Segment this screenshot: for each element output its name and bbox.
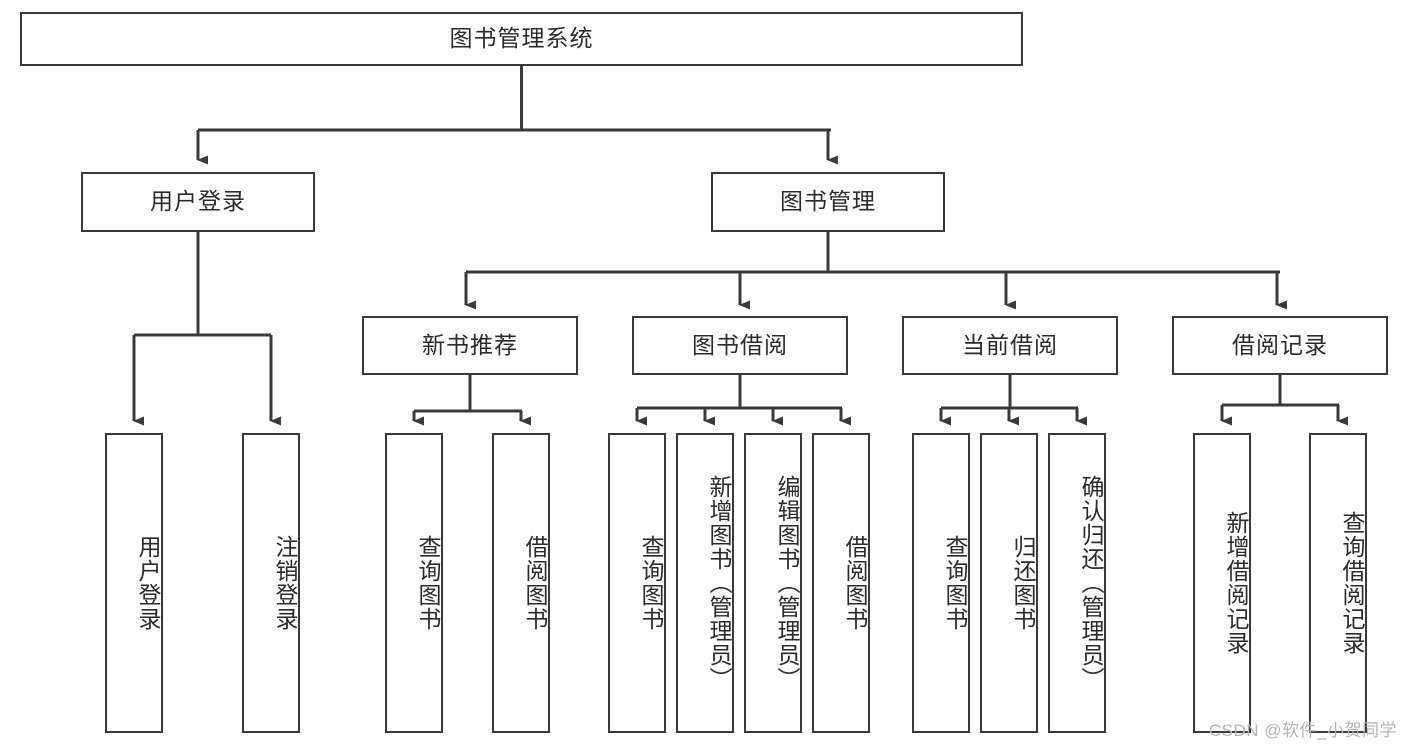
leaf-new-book-query-books[interactable]: 查询图书: [385, 433, 443, 733]
node-user-login[interactable]: 用户登录: [81, 172, 315, 232]
node-label: 归还图书: [1010, 535, 1036, 631]
node-label: 确认归还（管理员）: [1078, 475, 1104, 691]
node-label: 注销登录: [272, 535, 298, 631]
leaf-new-book-borrow-books[interactable]: 借阅图书: [492, 433, 550, 733]
node-label: 查询图书: [942, 535, 968, 631]
node-label: 查询借阅记录: [1339, 511, 1365, 655]
node-label: 查询图书: [415, 535, 441, 631]
node-root-book-management-system[interactable]: 图书管理系统: [20, 12, 1023, 66]
node-label: 新增图书（管理员）: [706, 475, 732, 691]
node-label: 新书推荐: [422, 331, 518, 358]
node-current-borrowing[interactable]: 当前借阅: [902, 316, 1118, 375]
leaf-borrow-record-query-record[interactable]: 查询借阅记录: [1309, 433, 1367, 733]
leaf-current-borrow-query-books[interactable]: 查询图书: [912, 433, 970, 733]
leaf-book-borrow-edit-book-admin[interactable]: 编辑图书（管理员）: [744, 433, 802, 733]
leaf-book-borrow-add-book-admin[interactable]: 新增图书（管理员）: [676, 433, 734, 733]
node-label: 借阅图书: [842, 535, 868, 631]
leaf-current-borrow-confirm-return-admin[interactable]: 确认归还（管理员）: [1048, 433, 1106, 733]
leaf-user-login-login[interactable]: 用户登录: [105, 433, 163, 733]
watermark-text: CSDN @软件_小贺同学: [1208, 721, 1397, 740]
node-label: 编辑图书（管理员）: [774, 475, 800, 691]
node-label: 图书借阅: [692, 331, 788, 358]
node-label: 图书管理: [780, 188, 876, 215]
node-label: 借阅图书: [522, 535, 548, 631]
node-label: 新增借阅记录: [1223, 511, 1249, 655]
node-label: 图书管理系统: [449, 25, 594, 52]
node-book-borrowing[interactable]: 图书借阅: [632, 316, 848, 375]
leaf-borrow-record-add-record[interactable]: 新增借阅记录: [1193, 433, 1251, 733]
node-borrowing-records[interactable]: 借阅记录: [1172, 316, 1388, 375]
leaf-book-borrow-query-books[interactable]: 查询图书: [608, 433, 666, 733]
leaf-book-borrow-borrow-books[interactable]: 借阅图书: [812, 433, 870, 733]
node-label: 用户登录: [150, 188, 246, 215]
node-label: 用户登录: [135, 535, 161, 631]
node-label: 借阅记录: [1232, 331, 1328, 358]
node-new-book-recommendation[interactable]: 新书推荐: [362, 316, 578, 375]
leaf-current-borrow-return-books[interactable]: 归还图书: [980, 433, 1038, 733]
node-label: 查询图书: [638, 535, 664, 631]
node-book-management[interactable]: 图书管理: [711, 172, 945, 232]
node-label: 当前借阅: [962, 331, 1058, 358]
leaf-user-login-logout[interactable]: 注销登录: [242, 433, 300, 733]
